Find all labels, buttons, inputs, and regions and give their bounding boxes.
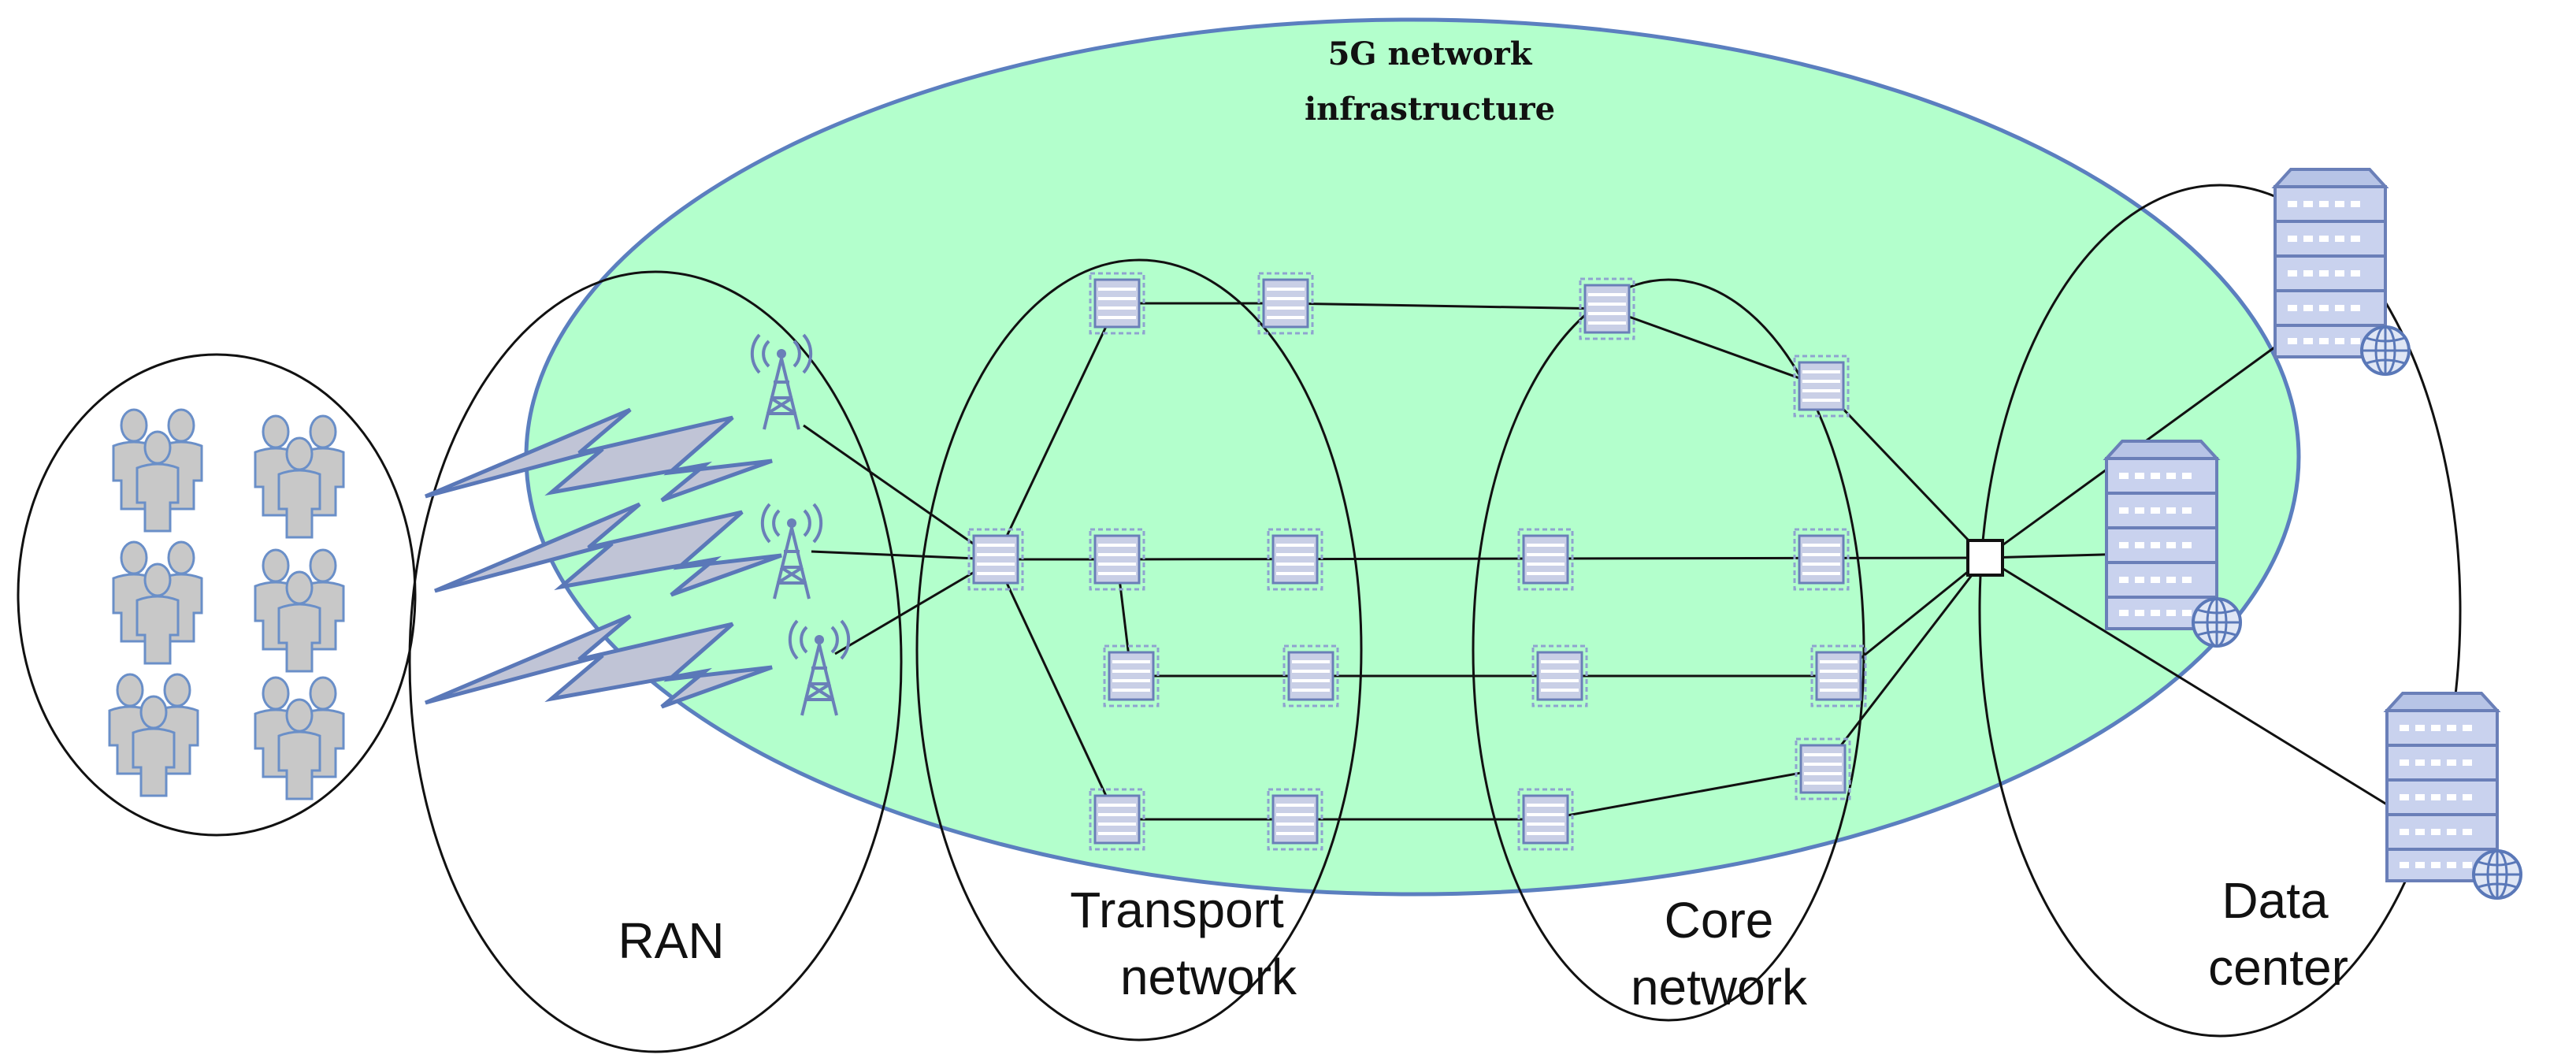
router-node-icon xyxy=(1282,644,1339,707)
transport-label-line1: Transport xyxy=(1070,882,1284,938)
router-node-icon xyxy=(1579,277,1635,340)
router-node-icon xyxy=(1517,788,1574,851)
infrastructure-title-line1: 5G network xyxy=(1328,35,1533,72)
user-group xyxy=(255,678,343,799)
core-label-line2: network xyxy=(1631,959,1808,1016)
infrastructure-title-line2: infrastructure xyxy=(1305,91,1555,128)
transport-label-line2: network xyxy=(1120,949,1297,1005)
router-node-icon xyxy=(1810,644,1867,707)
transport-region xyxy=(915,258,1363,1042)
router-node-icon xyxy=(967,528,1024,591)
users-region xyxy=(17,353,417,837)
router-node-icon xyxy=(1517,528,1574,591)
5g-infrastructure-area xyxy=(524,17,2301,897)
router-node-icon xyxy=(1267,788,1323,851)
datacenter-region xyxy=(1978,184,2462,1038)
core-switch-box xyxy=(1966,539,2004,577)
router-node-icon xyxy=(1793,355,1850,418)
router-node-icon xyxy=(1089,272,1145,335)
ran-label: RAN xyxy=(618,912,724,969)
router-node-icon xyxy=(1103,644,1160,707)
router-node-icon xyxy=(1267,528,1323,591)
user-group xyxy=(109,674,198,796)
datacenter-label-line2: center xyxy=(2208,939,2348,996)
router-node-icon xyxy=(1795,737,1851,800)
core-region xyxy=(1472,278,1865,1022)
core-label-line1: Core xyxy=(1665,892,1774,949)
user-group xyxy=(255,550,343,671)
user-group xyxy=(113,542,202,663)
user-group xyxy=(113,410,202,531)
router-node-icon xyxy=(1089,788,1145,851)
router-node-icon xyxy=(1089,528,1145,591)
ran-region xyxy=(408,270,903,1053)
router-node-icon xyxy=(1531,644,1588,707)
server-globe-icon xyxy=(2387,693,2521,898)
user-group xyxy=(255,416,343,537)
router-node-icon xyxy=(1793,528,1850,591)
server-globe-icon xyxy=(2275,169,2409,374)
router-node-icon xyxy=(1257,272,1314,335)
datacenter-label-line1: Data xyxy=(2222,872,2329,929)
